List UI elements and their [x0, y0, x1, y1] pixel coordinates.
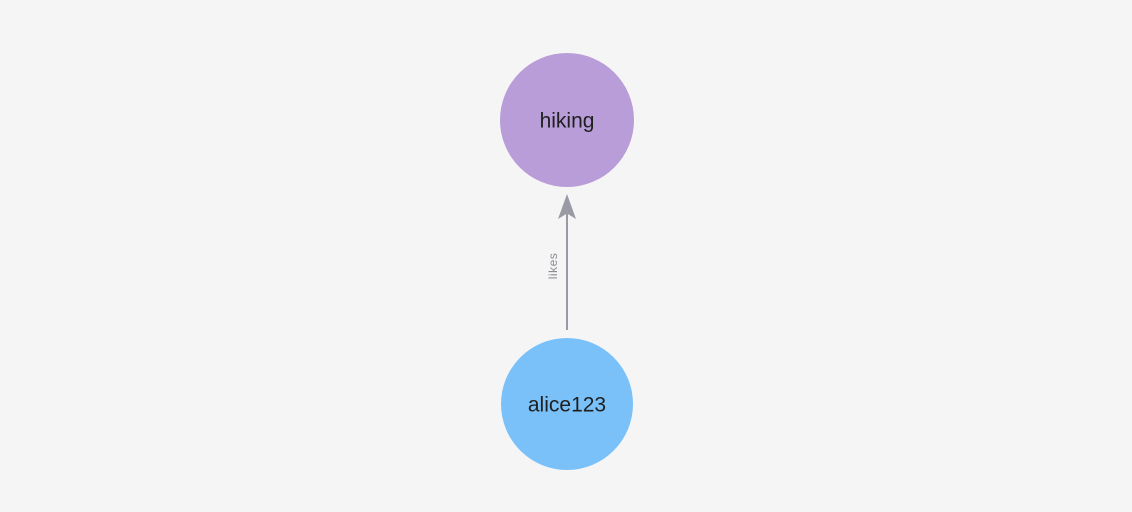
edge-likes[interactable]: likes	[546, 194, 576, 330]
node-label-alice123: alice123	[528, 394, 606, 417]
node-alice123[interactable]: alice123	[501, 338, 633, 470]
node-circle-hiking[interactable]	[500, 53, 634, 187]
node-hiking[interactable]: hiking	[500, 53, 634, 187]
node-label-hiking: hiking	[540, 110, 595, 133]
edge-label-likes: likes	[546, 253, 560, 280]
edge-arrowhead-icon	[558, 194, 576, 219]
node-circle-alice123[interactable]	[501, 338, 633, 470]
